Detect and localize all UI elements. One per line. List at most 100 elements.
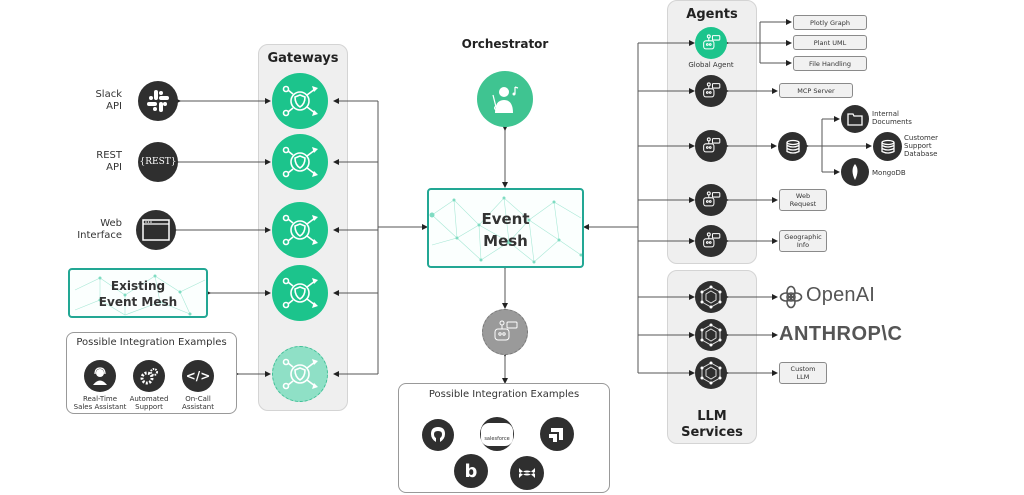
rest-icon: {REST} <box>138 142 178 182</box>
csdb-line1: Customer <box>904 134 939 142</box>
gateway-shield-icon <box>282 85 318 117</box>
gateways-title: Gateways <box>267 51 339 66</box>
event-mesh[interactable]: Event Mesh <box>427 188 584 268</box>
support-line1: Automated <box>129 395 169 403</box>
web-agent-robot-icon[interactable] <box>695 184 727 216</box>
bottom-integration-examples: Possible Integration Examples salesforce… <box>398 383 610 493</box>
rest-api-label: REST API <box>80 150 122 174</box>
mesh-pattern <box>429 196 582 264</box>
existing-mesh-line2: Event Mesh <box>98 295 178 309</box>
gateway-shield-icon <box>282 358 318 390</box>
custom-llm-line2: LLM <box>796 373 810 381</box>
tool-web-request[interactable]: Web Request <box>779 189 827 211</box>
slack-label-line1: Slack <box>95 89 122 100</box>
mcp-agent-robot-icon[interactable] <box>695 75 727 107</box>
gateway-existing-mesh[interactable] <box>272 265 328 321</box>
rest-icon-text: {REST} <box>139 157 177 167</box>
llm-openai-node-icon[interactable] <box>695 281 727 313</box>
mongodb-label: MongoDB <box>872 169 906 177</box>
tool-plant-uml[interactable]: Plant UML <box>793 35 867 50</box>
on-call-assistant-label: On-Call Assistant <box>173 395 223 411</box>
slack-api-label: Slack API <box>80 89 122 113</box>
support-line2: Support <box>135 403 163 411</box>
gateway-shield-icon <box>282 277 318 309</box>
folder-icon <box>841 105 869 133</box>
customer-support-db-label: Customer Support Database <box>904 134 938 158</box>
gateway-possible[interactable] <box>272 346 328 402</box>
salesforce-text: salesforce <box>484 435 510 442</box>
global-agent-label: Global Agent <box>688 61 734 69</box>
bamboohr-text: b <box>464 460 478 482</box>
event-mesh-text: Event Mesh <box>429 208 582 252</box>
llm-custom-node-icon[interactable] <box>695 357 727 389</box>
possible-agent-robot-icon[interactable] <box>482 309 528 355</box>
confluence-icon <box>510 456 544 490</box>
web-request-line2: Request <box>789 200 817 208</box>
web-request-line1: Web <box>795 192 811 200</box>
internal-docs-line2: Documents <box>872 118 912 126</box>
code-icon-text: </> <box>185 369 211 383</box>
github-icon <box>422 419 454 451</box>
left-integration-examples: Possible Integration Examples </> Real-T… <box>66 332 237 414</box>
gateway-shield-icon <box>282 214 318 246</box>
event-mesh-line2: Mesh <box>483 232 528 250</box>
gateway-slack[interactable] <box>272 73 328 129</box>
headset-user-icon <box>84 360 116 392</box>
gateway-web[interactable] <box>272 202 328 258</box>
gears-icon <box>133 360 165 392</box>
sales-line2: Sales Assistant <box>73 403 127 411</box>
geo-line1: Geographic <box>784 233 822 241</box>
mesh-pattern <box>74 274 206 316</box>
salesforce-icon: salesforce <box>480 417 514 451</box>
existing-event-mesh: Existing Event Mesh <box>68 268 208 318</box>
tool-custom-llm[interactable]: Custom LLM <box>779 362 827 384</box>
left-examples-title: Possible Integration Examples <box>76 337 227 348</box>
gateway-shield-icon <box>282 146 318 178</box>
rest-label-line1: REST <box>96 150 122 161</box>
anthropic-wordmark: ANTHROP\C <box>779 323 903 345</box>
tool-geographic-info[interactable]: Geographic Info <box>779 230 827 252</box>
existing-mesh-text: Existing Event Mesh <box>70 278 206 310</box>
internal-documents-label: Internal Documents <box>872 110 912 126</box>
sales-line1: Real-Time <box>82 395 118 403</box>
mongodb-leaf-icon <box>841 158 869 186</box>
slack-label-line2: API <box>106 101 122 112</box>
agents-panel: Agents <box>667 0 757 264</box>
bamboohr-icon: b <box>454 454 488 488</box>
jira-icon <box>540 417 574 451</box>
llm-anthropic-node-icon[interactable] <box>695 319 727 351</box>
tool-file-handling[interactable]: File Handling <box>793 56 867 71</box>
automated-support-label: Automated Support <box>123 395 175 411</box>
existing-mesh-line1: Existing <box>110 279 166 293</box>
database-hub-icon <box>778 132 807 161</box>
openai-wordmark: OpenAI <box>806 284 876 306</box>
tool-plotly-graph[interactable]: Plotly Graph <box>793 15 867 30</box>
custom-llm-line1: Custom <box>790 365 816 373</box>
event-mesh-line1: Event <box>481 210 530 228</box>
sales-assistant-label: Real-Time Sales Assistant <box>69 395 131 411</box>
orchestrator-title: Orchestrator <box>461 37 549 51</box>
openai-logo-icon <box>779 285 803 309</box>
web-interface-label: Web Interface <box>60 218 122 242</box>
internal-docs-line1: Internal <box>872 110 899 118</box>
web-label-line1: Web <box>100 218 122 229</box>
global-agent-robot-icon[interactable] <box>695 27 727 59</box>
oncall-line2: Assistant <box>182 403 214 411</box>
csdb-line3: Database <box>904 150 938 158</box>
tool-mcp-server[interactable]: MCP Server <box>779 83 853 98</box>
browser-window-icon <box>136 210 176 250</box>
oncall-line1: On-Call <box>185 395 211 403</box>
rest-label-line2: API <box>106 162 122 173</box>
bottom-examples-title: Possible Integration Examples <box>428 389 580 400</box>
csdb-line2: Support <box>904 142 932 150</box>
data-agent-robot-icon[interactable] <box>695 130 727 162</box>
llm-title-line2: Services <box>681 425 743 440</box>
conductor-icon[interactable] <box>477 71 533 127</box>
geo-agent-robot-icon[interactable] <box>695 225 727 257</box>
geo-line2: Info <box>796 241 810 249</box>
code-icon: </> <box>182 360 214 392</box>
gateway-rest[interactable] <box>272 134 328 190</box>
agents-title: Agents <box>686 7 738 22</box>
llm-title-line1: LLM <box>697 409 727 424</box>
